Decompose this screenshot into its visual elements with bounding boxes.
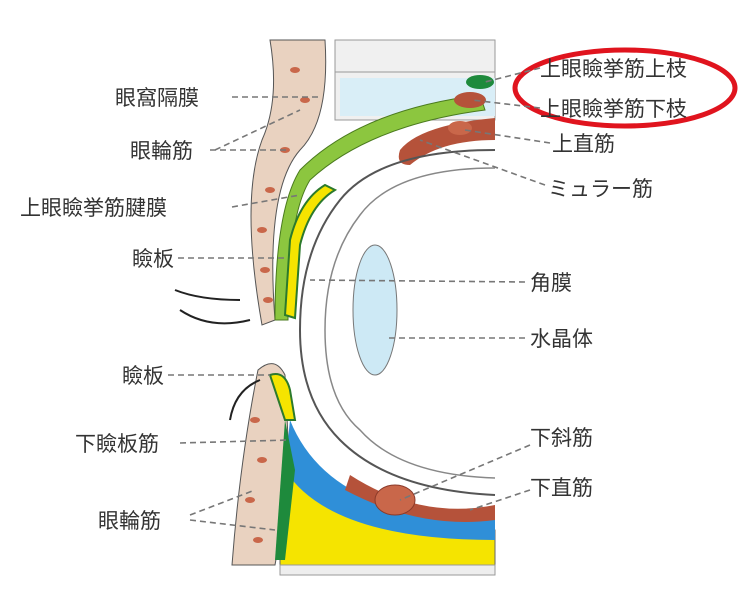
label-orbital-septum: 眼窩隔膜 bbox=[115, 86, 199, 110]
orbicularis-fibers bbox=[257, 67, 310, 303]
levator-upper-branch-shape bbox=[466, 75, 494, 89]
inferior-rectus-shape bbox=[345, 475, 495, 522]
label-superior-rectus: 上直筋 bbox=[552, 132, 615, 156]
label-orbicularis-upper: 眼輪筋 bbox=[130, 139, 193, 163]
label-levator-lower-branch: 上眼瞼挙筋下枝 bbox=[540, 97, 687, 121]
inferior-oblique-shape bbox=[374, 484, 416, 516]
tarsus-lower-shape bbox=[268, 373, 297, 421]
highlight-circle bbox=[512, 47, 738, 129]
label-inferior-oblique: 下斜筋 bbox=[530, 426, 593, 450]
lower-eyelid-skin bbox=[231, 363, 291, 566]
label-orbicularis-lower: 眼輪筋 bbox=[98, 509, 161, 533]
label-tarsus-upper: 瞼板 bbox=[132, 247, 174, 271]
sclera bbox=[298, 149, 496, 496]
label-lens: 水晶体 bbox=[530, 327, 593, 351]
label-lower-tarsal-muscle: 下瞼板筋 bbox=[75, 432, 159, 456]
label-levator-upper-branch: 上眼瞼挙筋上枝 bbox=[540, 57, 687, 81]
label-inferior-rectus: 下直筋 bbox=[530, 476, 593, 500]
label-tarsus-lower: 瞼板 bbox=[122, 364, 164, 388]
leader-lines bbox=[168, 67, 551, 531]
tarsus-upper-shape bbox=[283, 183, 338, 320]
lens-shape bbox=[352, 244, 398, 376]
label-muller-muscle: ミュラー筋 bbox=[548, 177, 653, 201]
label-cornea: 角膜 bbox=[530, 271, 572, 295]
levator-aponeurosis bbox=[274, 94, 486, 321]
label-levator-aponeurosis: 上眼瞼挙筋腱膜 bbox=[20, 196, 167, 220]
